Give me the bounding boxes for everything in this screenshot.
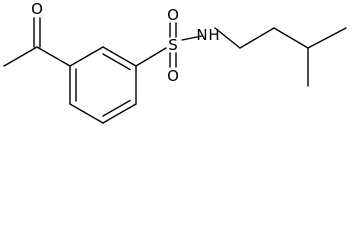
structure-diagram: O S O O N H: [3, 0, 347, 124]
sulfonyl-oxygen-bottom-label: O: [167, 67, 179, 85]
ring-bond-1: [69, 46, 104, 67]
molecule-drawing: O S O O N H: [3, 0, 347, 124]
sulfur-label: S: [168, 36, 178, 54]
chain-bond-4: [307, 27, 347, 49]
carbonyl-oxygen-label: O: [31, 0, 43, 18]
ring-bond-4: [102, 103, 137, 124]
hydrogen-label: H: [208, 26, 219, 44]
ring-bond-2: [102, 46, 137, 67]
acetyl-group: [3, 17, 71, 67]
ring-inner-double-1: [102, 53, 131, 71]
ring-inner-double-2: [102, 99, 131, 117]
nitrogen-label: N: [196, 26, 207, 44]
sulfonyl-group: [135, 22, 203, 68]
chain-bond-1: [214, 27, 241, 49]
sulfonyl-oxygen-top-label: O: [167, 6, 179, 24]
bond-carbonyl-ring: [36, 46, 71, 67]
bond-sulfur-nitrogen: [181, 35, 203, 41]
bond-methyl-carbonyl: [3, 46, 38, 67]
ring-bond-5: [69, 103, 104, 124]
bond-ring-sulfur: [135, 47, 167, 67]
chain-bond-3: [273, 27, 309, 49]
isopentyl-chain: [214, 27, 347, 87]
benzene-ring: [69, 46, 137, 124]
chain-bond-2: [239, 27, 275, 49]
